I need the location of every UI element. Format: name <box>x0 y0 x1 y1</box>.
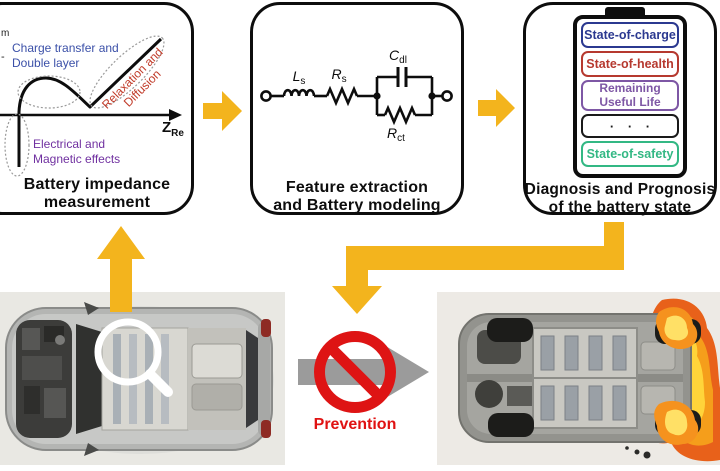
rear-deck <box>188 328 246 430</box>
modeling-title-line2: and Battery modeling <box>273 197 441 214</box>
right-terminal-icon <box>441 90 453 102</box>
rul-line2: Useful Life <box>599 94 661 109</box>
modeling-box-title: Feature extraction and Battery modeling <box>252 179 462 215</box>
junction-node-right <box>428 92 436 100</box>
flow-arrow-right-2 <box>478 89 515 127</box>
series-resistor-label: Rs <box>331 66 346 85</box>
taillight-top <box>261 319 271 337</box>
magnifier-icon <box>94 318 173 397</box>
wheel-front-left <box>487 318 533 342</box>
inductor-symbol <box>282 88 316 97</box>
ellipsis-badge: · · · <box>581 114 679 138</box>
prohibition-icon <box>314 331 396 413</box>
blocked-path-arrow <box>298 345 429 399</box>
state-of-charge-badge: State-of-charge <box>581 22 679 48</box>
side-mirror-top <box>84 302 99 315</box>
modeling-title-line1: Feature extraction <box>285 179 429 196</box>
ct-resistor-label: Rct <box>387 125 405 144</box>
charge-transfer-ellipse <box>17 75 81 109</box>
nyquist-impedance-plot: m - Charge transfer and Double layer Rel… <box>0 28 184 177</box>
electrical-label-line2: Magnetic effects <box>33 152 120 166</box>
y-axis-label-remnant: m <box>1 28 9 39</box>
impedance-box-title: Battery impedance measurement <box>0 176 194 212</box>
charge-transfer-label-line1: Charge transfer and <box>12 41 119 55</box>
capacitor-label: Cdl <box>389 47 407 66</box>
prevention-label: Prevention <box>313 416 397 433</box>
diagnosis-title-line2: of the battery state <box>548 199 692 216</box>
rul-line1: Remaining <box>599 81 661 95</box>
diagnosis-title-line1: Diagnosis and Prognosis <box>524 181 716 198</box>
impedance-title-line1: Battery impedance <box>23 176 171 193</box>
diffusion-ellipse <box>89 35 165 109</box>
flame-foreground <box>625 307 699 459</box>
battery-modeling-panel <box>250 2 464 215</box>
x-axis-label: ZRe <box>162 119 184 139</box>
junction-node-left <box>373 92 381 100</box>
impedance-curve <box>17 37 163 167</box>
inductor-label: Ls <box>293 68 306 87</box>
ev-underbody-fire-photo <box>437 292 720 465</box>
equivalent-circuit-diagram: Ls Rs Cdl Rct <box>260 47 453 144</box>
rear-window <box>246 330 258 428</box>
taillight-bottom <box>261 420 271 438</box>
state-of-health-badge: State-of-health <box>581 51 679 77</box>
diagnosis-box-title: Diagnosis and Prognosis of the battery s… <box>520 181 720 217</box>
left-terminal-icon <box>260 90 272 102</box>
x-axis-arrowhead <box>169 109 182 121</box>
wheel-rear-left <box>488 413 534 437</box>
y-axis-tick-remnant: - <box>1 51 5 63</box>
series-resistor-symbol <box>325 85 359 107</box>
relaxation-diffusion-label: Relaxation and Diffusion <box>99 45 166 112</box>
electrical-effects-ellipse <box>4 113 30 177</box>
impedance-title-line2: measurement <box>43 194 151 211</box>
side-mirror-bottom <box>84 443 99 456</box>
electrical-label-line1: Electrical and <box>33 137 105 151</box>
state-of-safety-badge: State-of-safety <box>581 141 679 167</box>
flow-arrow-right-1 <box>203 91 242 131</box>
ev-top-view-photo <box>0 292 285 465</box>
battery-icon: State-of-charge State-of-health Remainin… <box>573 15 687 178</box>
charge-transfer-resistor-symbol <box>383 104 417 126</box>
remaining-useful-life-badge: Remaining Useful Life <box>581 80 679 111</box>
charge-transfer-label-line2: Double layer <box>12 56 79 70</box>
